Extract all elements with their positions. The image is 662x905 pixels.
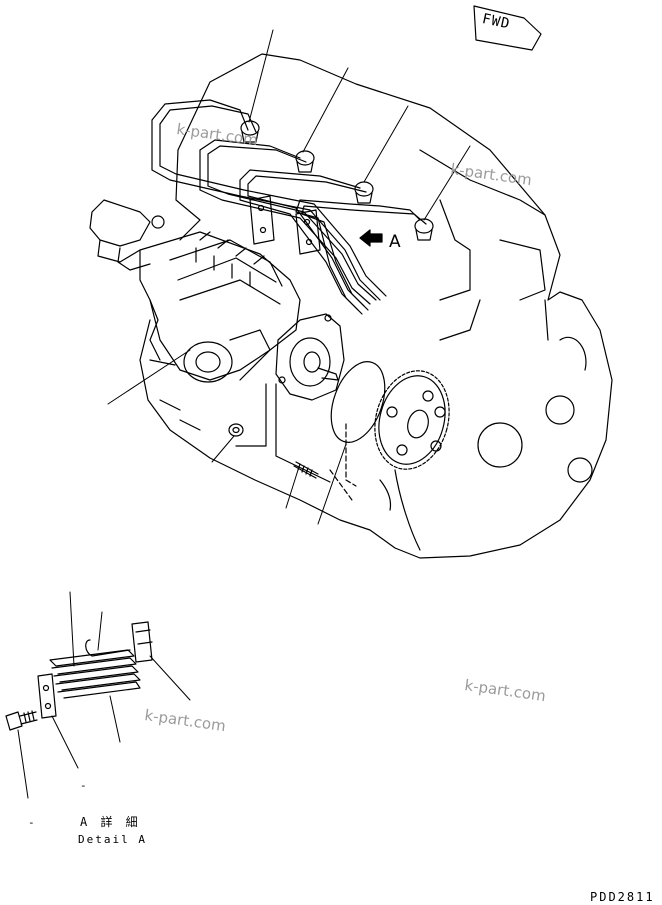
nut bbox=[228, 423, 244, 437]
injection-lines bbox=[151, 99, 427, 315]
part-number-placeholder: - bbox=[80, 779, 87, 792]
view-a-label: A bbox=[389, 232, 401, 252]
drive-gear bbox=[374, 370, 450, 470]
detail-title-jp: A 詳 細 bbox=[80, 815, 141, 829]
o-ring bbox=[330, 361, 386, 443]
line-clamp bbox=[295, 209, 321, 255]
drawing-number: PDD2811 bbox=[590, 890, 655, 904]
hidden-lines bbox=[329, 423, 357, 501]
detail-a-illustration bbox=[5, 621, 153, 731]
bracket-line bbox=[275, 383, 331, 483]
fwd-arrow-icon bbox=[473, 5, 542, 51]
view-a-arrow-icon bbox=[359, 229, 383, 247]
injector-nut-icon bbox=[354, 181, 374, 204]
injector-nut-icon bbox=[414, 218, 434, 241]
part-number-placeholder: - bbox=[28, 816, 35, 829]
detail-title-en: Detail A bbox=[78, 833, 147, 846]
injector-nut-icon bbox=[240, 120, 260, 143]
pump-flange bbox=[275, 313, 345, 401]
injection-pump bbox=[89, 199, 301, 383]
injector-nut-icon bbox=[295, 150, 315, 173]
line-clamp bbox=[249, 195, 275, 245]
leader-lines bbox=[107, 29, 471, 525]
bracket-line bbox=[235, 383, 267, 447]
detail-leader-lines bbox=[17, 591, 191, 799]
engine-block bbox=[139, 53, 613, 559]
